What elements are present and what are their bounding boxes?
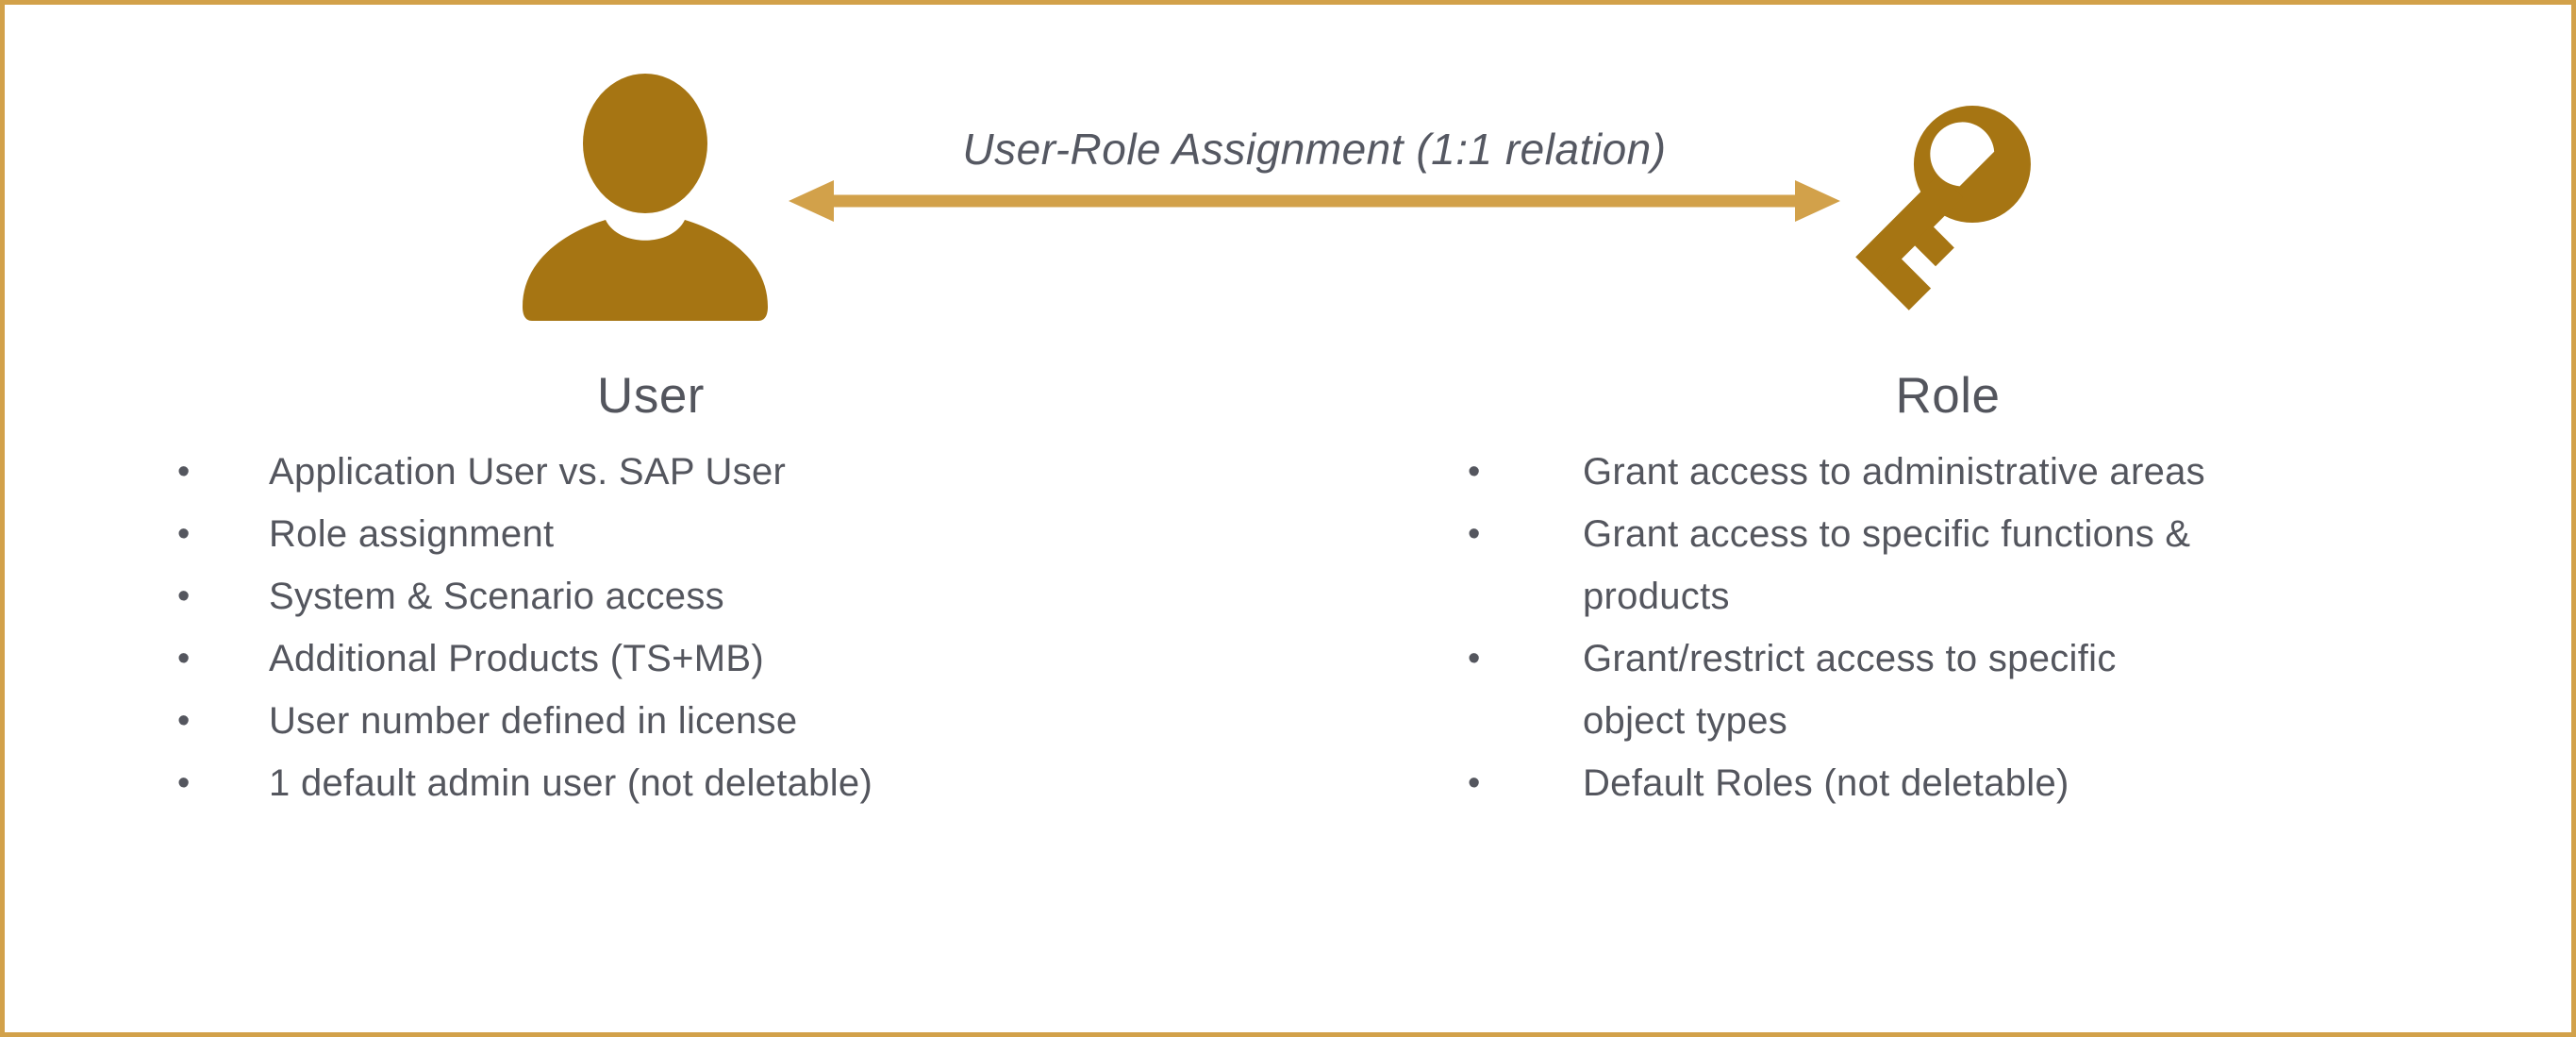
role-section: Role Grant access to administrative area… [1401, 367, 2495, 814]
key-icon [1855, 106, 2031, 310]
role-section-title: Role [1895, 368, 2001, 424]
role-bullet-list: Grant access to administrative areas Gra… [1468, 441, 2371, 814]
relation-arrow [789, 180, 1840, 222]
relation-label: User-Role Assignment (1:1 relation) [962, 125, 1667, 174]
list-item: Additional Products (TS+MB) [177, 627, 1121, 690]
user-section: User Application User vs. SAP User Role … [99, 367, 1203, 814]
person-icon [523, 74, 768, 321]
list-item: Default Roles (not deletable) [1468, 752, 2371, 814]
list-item: System & Scenario access [177, 565, 1121, 627]
user-section-title: User [597, 368, 705, 424]
list-item: Grant access to administrative areas [1468, 441, 2371, 503]
list-item: 1 default admin user (not deletable) [177, 752, 1121, 814]
list-item: Role assignment [177, 503, 1121, 565]
list-item: Grant/restrict access to specific object… [1468, 627, 2371, 752]
list-item: Grant access to specific functions & pro… [1468, 503, 2371, 627]
list-item: User number defined in license [177, 690, 1121, 752]
list-item: Application User vs. SAP User [177, 441, 1121, 503]
user-bullet-list: Application User vs. SAP User Role assig… [177, 441, 1121, 814]
